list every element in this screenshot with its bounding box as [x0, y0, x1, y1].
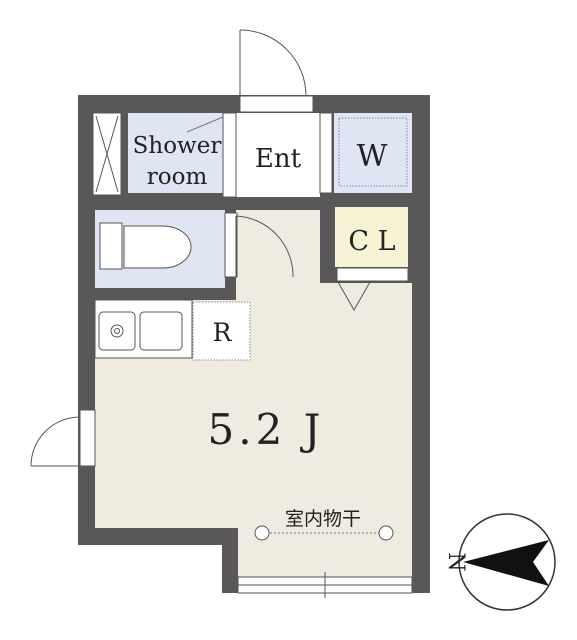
north-label: N [443, 552, 468, 571]
closet-label: C L [348, 226, 395, 257]
north-arrow-icon [463, 540, 549, 586]
shower-room [128, 113, 223, 193]
washer-label: W [357, 139, 388, 174]
drying-rack-hook-right [378, 525, 394, 541]
entrance-area [236, 113, 320, 197]
closet [335, 207, 408, 267]
entrance-label: Ent [255, 144, 302, 174]
compass: N [443, 513, 556, 611]
shower-room-label-line1: Shower [133, 133, 222, 159]
washer-space [334, 113, 412, 193]
drying-rack-hook-left [254, 525, 270, 541]
shower-room-label-line2: room [147, 164, 208, 190]
refrigerator-label: R [213, 318, 233, 347]
drying-rack-label: 室内物干 [285, 508, 361, 530]
main-room-size-label: 5.2 J [208, 405, 325, 454]
refrigerator-space [192, 301, 251, 361]
toilet-bowl [123, 225, 192, 269]
toilet-tank [99, 222, 123, 270]
